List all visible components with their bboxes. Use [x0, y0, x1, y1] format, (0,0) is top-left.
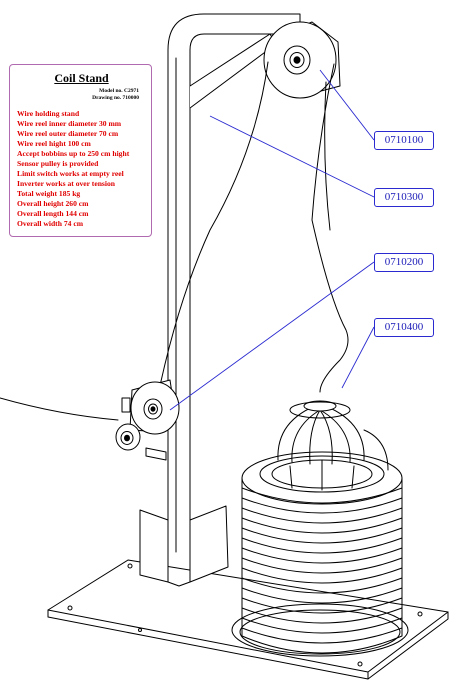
callout-guide-arm: 0710300	[374, 188, 434, 207]
spec-line: Wire reel outer diameter 70 cm	[17, 129, 119, 138]
spec-line: Wire reel inner diameter 30 mm	[17, 119, 122, 128]
spec-line: Overall width 74 cm	[17, 219, 84, 228]
drawing-title: Coil Stand	[54, 71, 109, 85]
leader-0710300	[209, 115, 375, 198]
callout-sensor-pulley: 0710200	[374, 253, 434, 272]
column	[139, 13, 301, 587]
spec-line: Accept bobbins up to 250 cm hight	[17, 149, 130, 158]
base-plate	[47, 559, 449, 680]
sensor-pulley	[115, 379, 180, 461]
callout-reel-cage: 0710400	[374, 318, 434, 337]
spec-line: Overall height 260 cm	[17, 199, 89, 208]
leader-0710100	[319, 69, 375, 141]
spec-line: Wire holding stand	[17, 109, 80, 118]
model-number: Model no. C2971	[99, 88, 139, 94]
spec-line: Overall length 144 cm	[17, 209, 89, 218]
spec-box: Coil Stand Model no. C2971 Drawing no. 7…	[9, 64, 152, 237]
spec-line: Inverter works at over tension	[17, 179, 116, 188]
leader-0710400	[341, 326, 375, 389]
callout-top-pulley: 0710100	[374, 131, 434, 150]
coil-reel	[241, 451, 403, 654]
spec-line: Total weight 185 kg	[17, 189, 81, 198]
drawing-number: Drawing no. 710000	[92, 95, 139, 101]
top-pulley	[263, 21, 341, 99]
spec-line: Limit switch works at empty reel	[17, 169, 124, 178]
wire	[0, 61, 349, 421]
spec-line: Sensor pulley is provided	[17, 159, 99, 168]
reel-cage	[277, 400, 389, 471]
leader-0710200	[169, 261, 375, 411]
spec-line: Wire reel hight 100 cm	[17, 139, 91, 148]
